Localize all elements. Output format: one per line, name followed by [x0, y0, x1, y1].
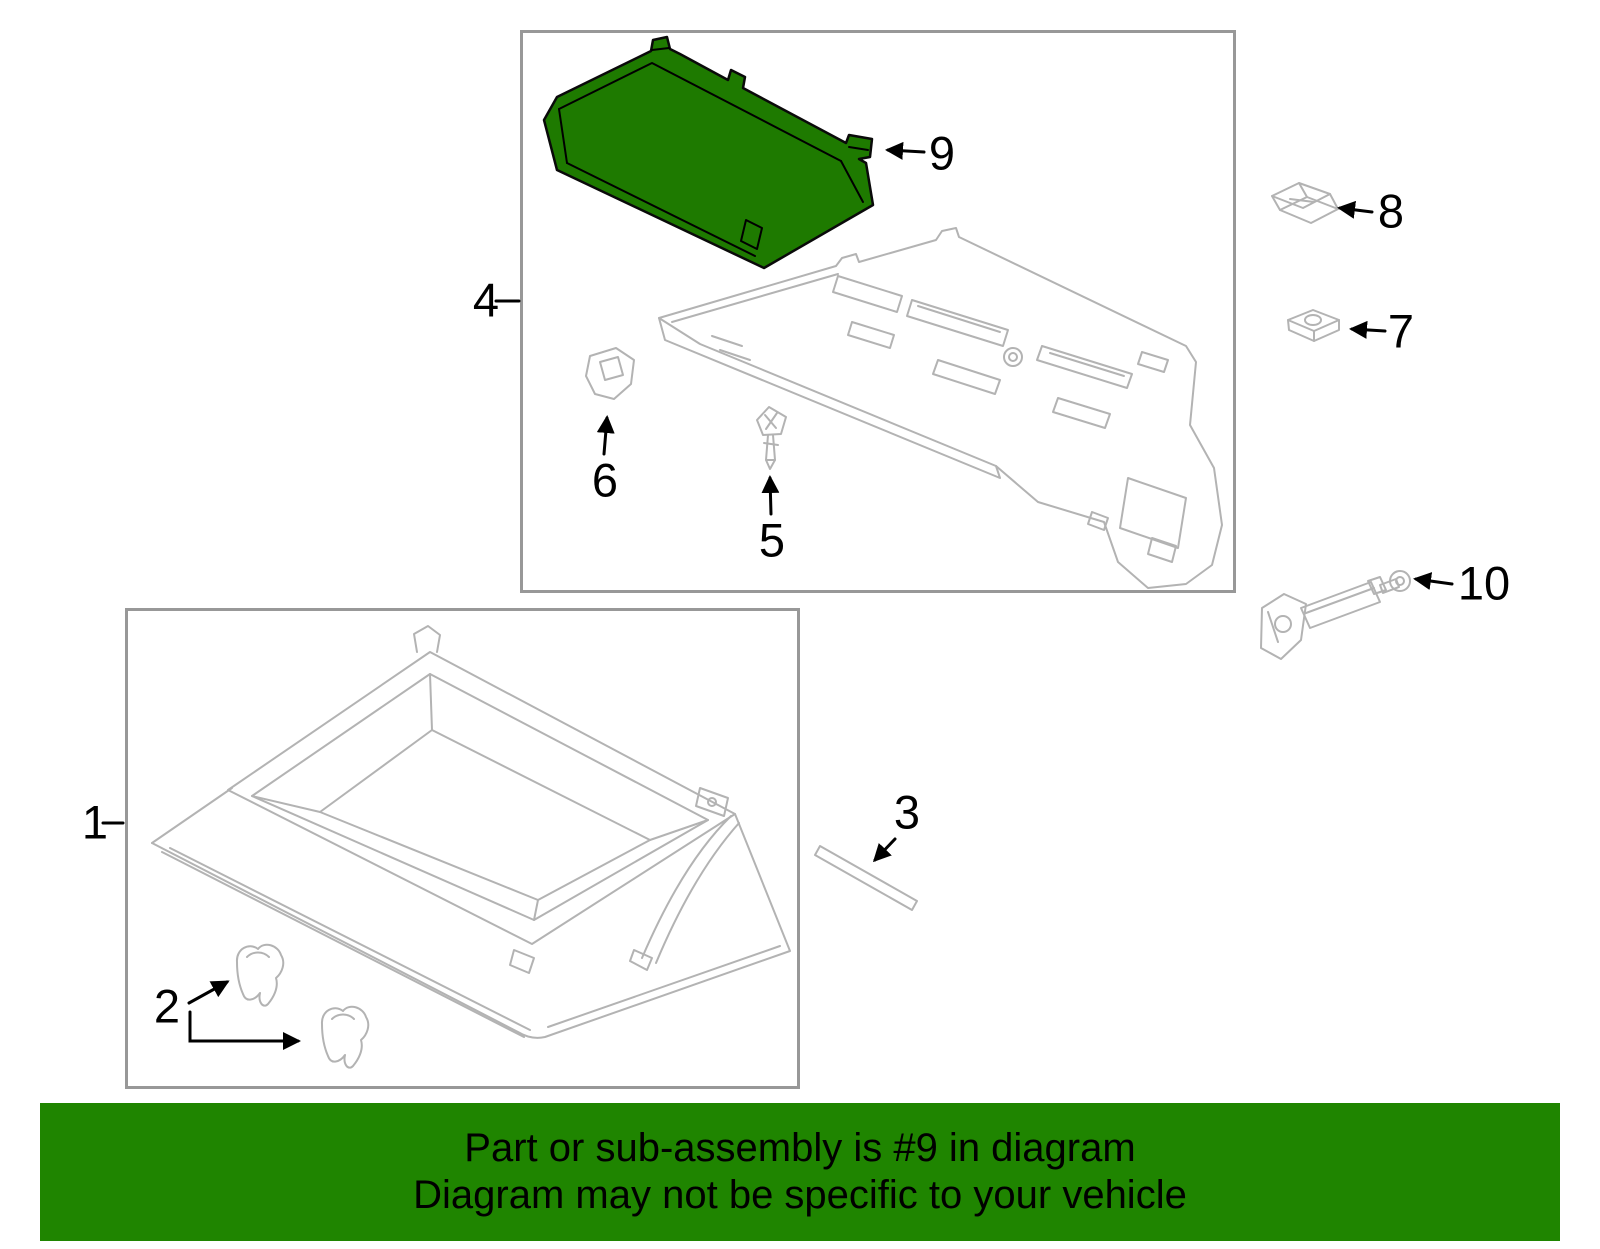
- callout-label-3: 3: [893, 785, 921, 839]
- banner-line-2: Diagram may not be specific to your vehi…: [413, 1173, 1187, 1217]
- arrow-to-part-5: [761, 475, 780, 516]
- screw-part-5-drawing: [756, 406, 787, 470]
- damper-part-10-drawing: [1260, 570, 1411, 660]
- callout-label-10: 10: [1457, 556, 1511, 610]
- bumper-parts-2-drawing: [235, 943, 370, 1069]
- clip-part-8-drawing: [1271, 182, 1339, 224]
- notice-banner: Part or sub-assembly is #9 in diagram Di…: [40, 1103, 1560, 1241]
- bumper-tooth: [320, 1005, 370, 1069]
- banner-line-1: Part or sub-assembly is #9 in diagram: [464, 1126, 1136, 1170]
- grommet-part-7-drawing: [1287, 309, 1340, 342]
- rod-part-3-drawing: [814, 845, 918, 911]
- arrow-to-part-3: [872, 837, 897, 863]
- callout-label-7: 7: [1387, 304, 1415, 358]
- door-diagram-box: [125, 608, 800, 1089]
- callout-arrows: [101, 141, 1454, 1050]
- callout-label-9: 9: [928, 126, 956, 180]
- clip-part-6-drawing: [585, 347, 635, 400]
- callout-label-5: 5: [758, 513, 786, 567]
- part-9-body: [542, 35, 875, 270]
- arrow-to-part-2b: [188, 1010, 301, 1050]
- highlighted-part-9-drawing: [542, 35, 875, 270]
- housing-diagram-box: [520, 30, 1236, 593]
- callout-label-8: 8: [1377, 184, 1405, 238]
- callout-label-4: 4: [472, 273, 500, 327]
- callout-label-6: 6: [591, 453, 619, 507]
- arrow-to-part-6: [596, 415, 615, 456]
- arrow-to-part-2a: [187, 980, 230, 1005]
- bumper-tooth: [235, 943, 285, 1007]
- arrow-to-part-7: [1349, 320, 1387, 339]
- glove-box-housing-drawing: [658, 227, 1223, 589]
- callout-label-1: 1: [81, 795, 109, 849]
- glove-box-door-drawing: [151, 625, 791, 1039]
- callout-label-2: 2: [153, 979, 181, 1033]
- arrow-to-part-10: [1413, 572, 1454, 590]
- arrow-to-part-8: [1337, 200, 1374, 219]
- arrow-to-part-9: [885, 141, 926, 160]
